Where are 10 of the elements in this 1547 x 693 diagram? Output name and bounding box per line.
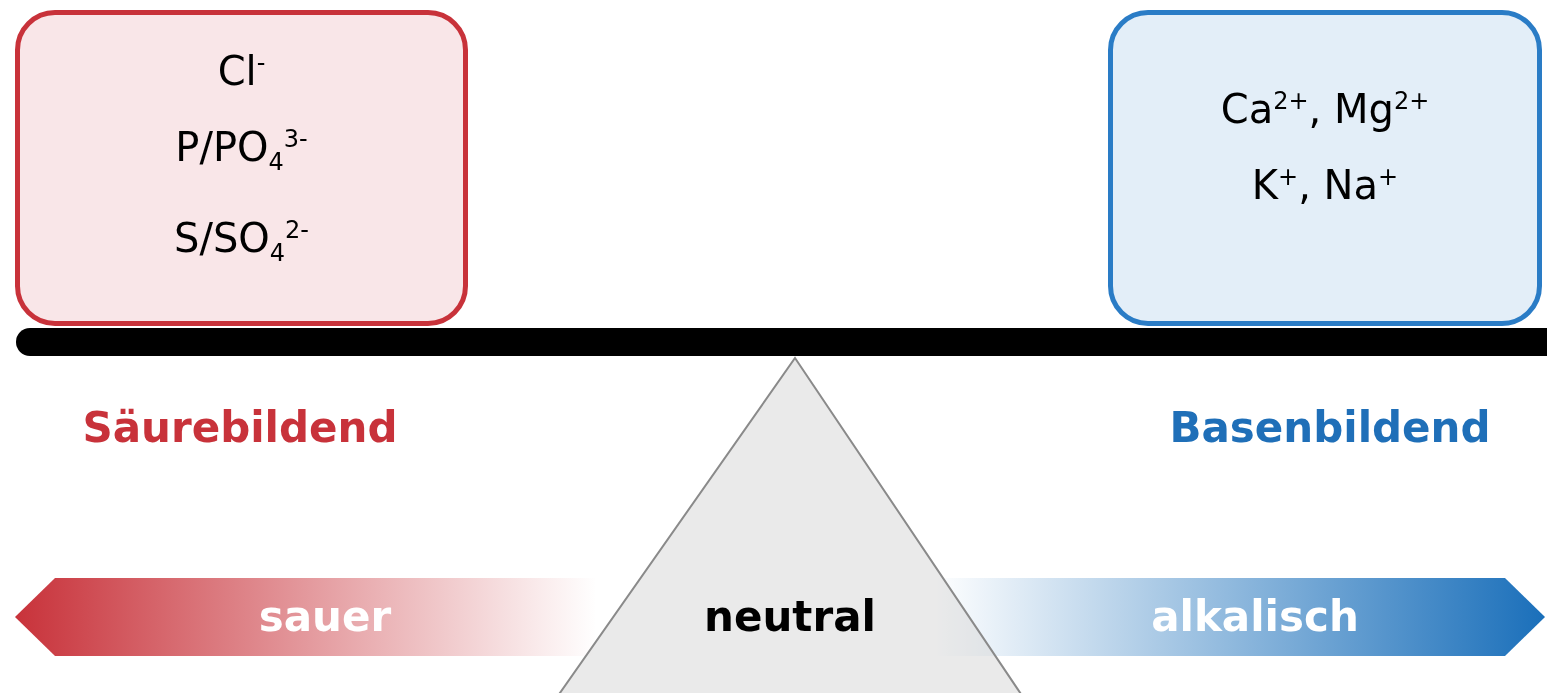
- base-forming-label: Basenbildend: [1169, 403, 1491, 453]
- ion-list-text: Cl$^{-}$: [217, 46, 266, 96]
- ion-list-text: Ca$^{2+}$, Mg$^{2+}$: [1220, 85, 1430, 134]
- scale-label: alkalisch: [1151, 592, 1359, 642]
- ion-box: [1108, 10, 1542, 326]
- ion-list-text: K$^{+}$, Na$^{+}$: [1251, 161, 1399, 211]
- ion-box: [15, 10, 468, 326]
- acid-forming-label: Säurebildend: [82, 403, 398, 453]
- scale-label: sauer: [258, 592, 392, 642]
- scale-label: neutral: [704, 592, 876, 642]
